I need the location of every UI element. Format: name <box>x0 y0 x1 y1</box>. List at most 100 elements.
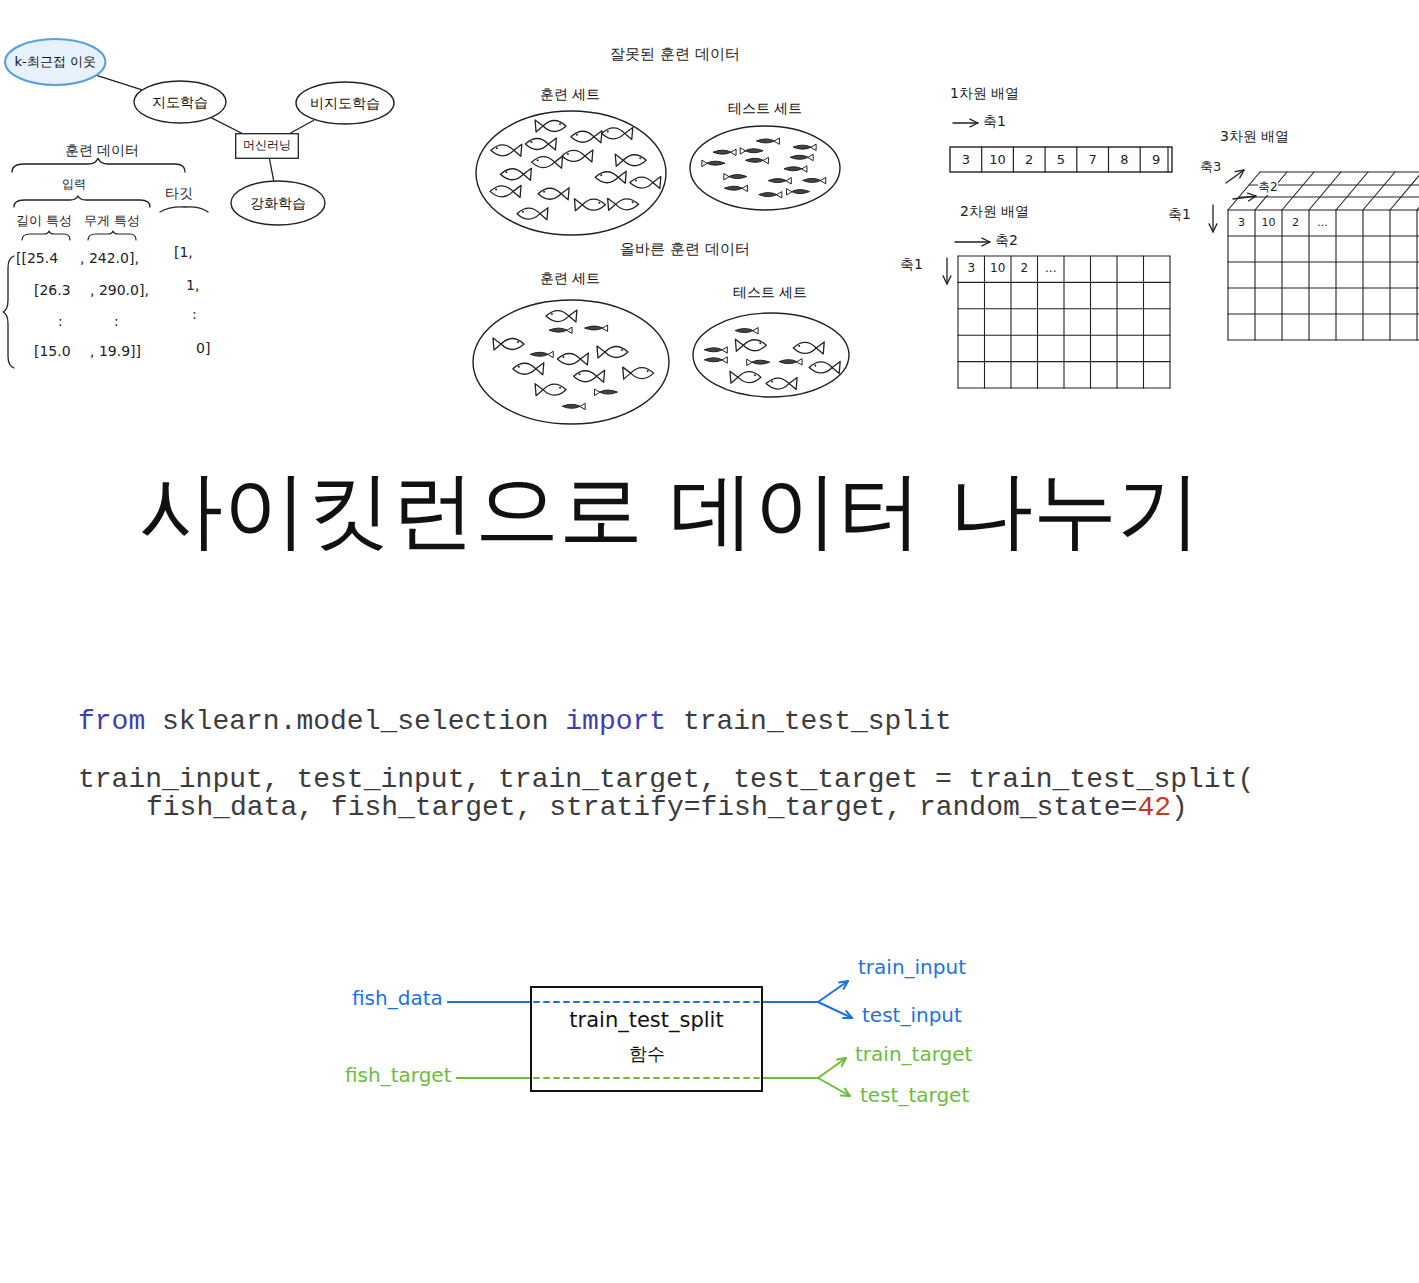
data-wire <box>457 1077 530 1079</box>
fish-tail <box>730 371 738 383</box>
fish-tail <box>742 185 747 191</box>
array-divider <box>1013 147 1014 172</box>
set-outline <box>688 100 842 212</box>
array-outline <box>950 147 1172 172</box>
data-value: [26.3 <box>34 282 71 298</box>
data-wire <box>818 1078 850 1096</box>
fish-eye <box>543 191 545 193</box>
smelt-fish <box>768 178 791 184</box>
code-token: import <box>565 706 666 738</box>
grid-line <box>958 308 1170 309</box>
bream-fish <box>500 168 531 180</box>
table-cell: 8 <box>1120 153 1128 168</box>
smelt-fish <box>735 328 758 334</box>
node-subtitle: 함수 <box>629 1044 665 1065</box>
fish-eye <box>632 201 634 203</box>
smelt-fish <box>724 174 747 180</box>
bream-fish <box>602 127 633 139</box>
connector-line <box>291 120 314 133</box>
fish-body <box>562 150 585 161</box>
fish-body <box>784 167 802 171</box>
data-heading: 타깃 <box>165 185 193 201</box>
fish-tail <box>740 148 745 154</box>
fish-body <box>585 326 603 330</box>
fish-body <box>707 161 725 165</box>
node-title: 테스트 세트 <box>733 284 807 300</box>
fish-body <box>631 368 654 379</box>
sample-set: 테스트 세트 <box>688 100 842 212</box>
ellipse-outline <box>134 81 226 123</box>
code-token: 42 <box>1137 792 1171 824</box>
grid-line <box>957 256 958 388</box>
grid-line <box>1063 256 1064 388</box>
fish-tail <box>735 339 743 351</box>
arrow-head <box>943 276 951 284</box>
bream-fish <box>595 171 626 183</box>
array-divider <box>1044 147 1045 172</box>
smelt-fish <box>530 351 553 357</box>
fish-body <box>745 158 763 162</box>
bream-fish <box>513 363 544 375</box>
ellipse-outline <box>690 126 840 210</box>
arrow-head <box>837 1058 846 1066</box>
fish-eye <box>517 341 519 343</box>
fish-body <box>729 175 747 179</box>
fish-body <box>756 139 774 143</box>
grid-line <box>1143 256 1144 388</box>
grid-line <box>1335 210 1336 340</box>
fish-body <box>501 339 524 350</box>
fish-eye <box>579 373 581 375</box>
bream-fish <box>517 208 548 220</box>
fish-tail <box>747 359 752 365</box>
axis-label: 축1 <box>1168 206 1191 222</box>
table-cell: 2 <box>1020 262 1028 276</box>
axis-label: 축1 <box>900 256 923 272</box>
code-token: ) <box>1171 792 1188 824</box>
connector-line <box>270 159 274 180</box>
fish-body <box>803 178 821 182</box>
fish-body <box>713 150 731 154</box>
data-value: 0] <box>196 340 210 356</box>
connector-line <box>212 118 241 133</box>
fish-eye <box>600 174 602 176</box>
node-title: 테스트 세트 <box>728 100 802 116</box>
axis-arrow <box>1226 170 1244 183</box>
grid-line <box>1416 210 1417 340</box>
code-token: train_test_split <box>683 706 952 738</box>
grid-line <box>1090 256 1091 388</box>
data-name-label: fish_target <box>345 1064 452 1087</box>
grid-line <box>1010 256 1011 388</box>
fish-tail <box>567 327 572 333</box>
smelt-fish <box>704 357 727 363</box>
bream-fish <box>735 339 766 351</box>
smelt-fish <box>784 166 807 172</box>
bream-fish <box>535 384 566 396</box>
fish-tail <box>832 361 840 373</box>
fish-eye <box>598 202 600 204</box>
fish-body <box>491 145 514 156</box>
grid-line <box>958 361 1170 362</box>
group-heading: 잘못된 훈련 데이터 <box>610 46 740 63</box>
bream-fish <box>491 144 522 156</box>
table-cell: 10 <box>1262 217 1276 230</box>
ellipse-outline <box>476 111 666 235</box>
fish-eye <box>759 342 761 344</box>
function-box: train_test_split함수 <box>530 986 763 1092</box>
bream-fish <box>493 338 524 350</box>
fish-eye <box>537 159 539 161</box>
fish-tail <box>569 310 577 322</box>
data-name-label: fish_data <box>352 987 443 1010</box>
smelt-fish <box>756 138 779 144</box>
fish-tail <box>802 166 807 172</box>
title-heading: 사이킷런으로 데이터 나누기 <box>0 462 1340 559</box>
ellipse-outline <box>693 313 849 397</box>
grid-line <box>1417 172 1419 210</box>
smelt-fish <box>787 189 810 195</box>
fish-eye <box>562 356 564 358</box>
fish-tail <box>722 347 727 353</box>
bream-fish <box>766 378 797 390</box>
data-wire <box>763 1077 818 1079</box>
array-divider <box>1108 147 1109 172</box>
fish-body <box>704 358 722 362</box>
fish-tail <box>653 177 661 189</box>
